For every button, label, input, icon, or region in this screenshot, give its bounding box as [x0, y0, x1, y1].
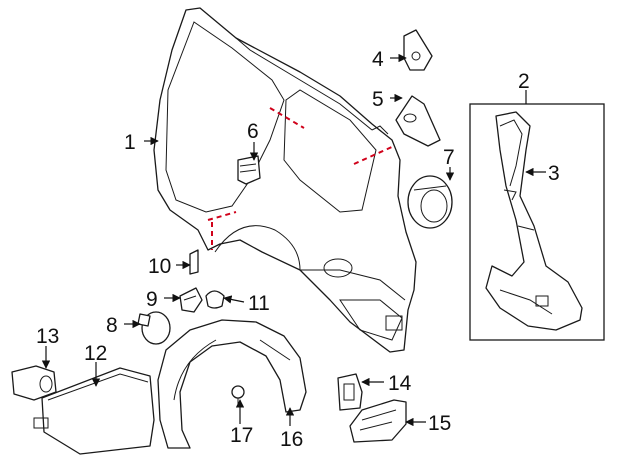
- callout-7: 7: [443, 146, 455, 169]
- callout-15: 15: [428, 412, 451, 435]
- callout-8: 8: [106, 314, 118, 337]
- callout-labels: 1 2 3 4 5 6 7 8 9 10 11 12 13 14 15 16 1…: [36, 48, 560, 451]
- bracket-part-9: [179, 287, 203, 313]
- wheel-liner-part: [157, 319, 307, 449]
- bracket-part-5: [395, 95, 441, 147]
- fuel-door-part-8: [137, 311, 171, 345]
- cut-line-right: [353, 145, 395, 165]
- bracket-part-15: [349, 399, 407, 443]
- callout-14: 14: [388, 372, 412, 395]
- callout-4: 4: [372, 48, 384, 71]
- callout-12: 12: [84, 342, 107, 365]
- callout-13: 13: [36, 325, 59, 348]
- callout-2: 2: [518, 70, 530, 93]
- callout-1: 1: [124, 131, 136, 154]
- inset-box: [469, 103, 605, 341]
- cut-line-left: [207, 211, 237, 221]
- plug-part-14: [337, 373, 363, 411]
- cut-line-top: [269, 107, 305, 129]
- callout-3: 3: [548, 162, 560, 185]
- callout-6: 6: [247, 120, 259, 143]
- retainer-part-17: [231, 385, 245, 406]
- callout-5: 5: [372, 88, 384, 111]
- inner-panel-part: [485, 111, 583, 331]
- canister-part-12: [33, 367, 155, 455]
- quarter-panel-part: [153, 7, 417, 353]
- plug-part-11: [205, 290, 225, 309]
- callout-16: 16: [280, 428, 303, 451]
- leader-lines: [41, 53, 546, 427]
- fuel-door-housing-part: [407, 175, 453, 229]
- callout-17: 17: [230, 424, 253, 447]
- callout-11: 11: [248, 292, 270, 315]
- callout-10: 10: [148, 255, 171, 278]
- bracket-part-6: [237, 155, 261, 185]
- clip-part-10: [189, 249, 199, 275]
- bracket-part-4: [403, 29, 433, 71]
- callout-9: 9: [146, 288, 158, 311]
- module-part-13: [11, 365, 57, 401]
